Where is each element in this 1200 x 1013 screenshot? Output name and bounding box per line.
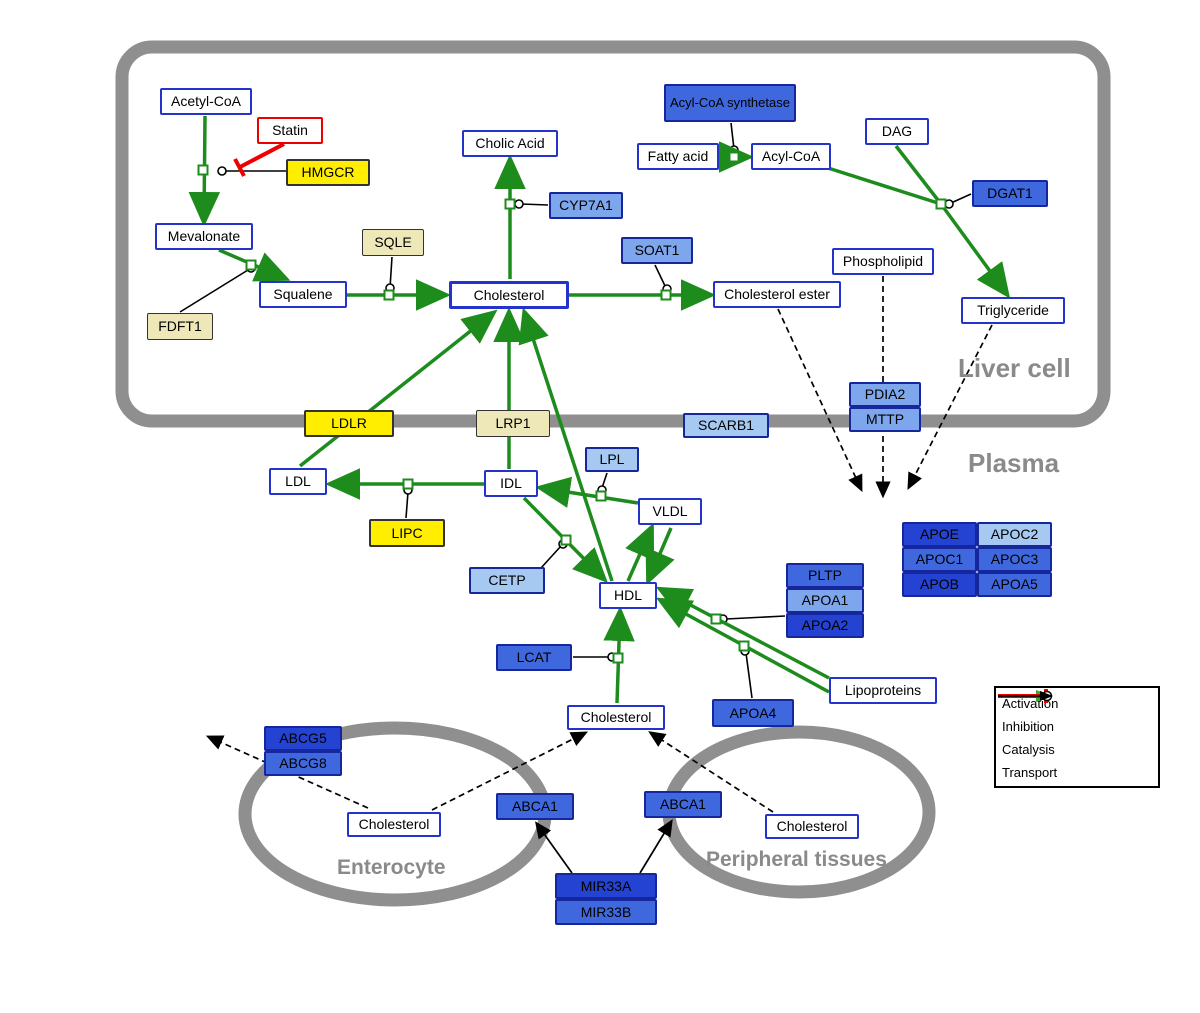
legend-inhibition-label: Inhibition xyxy=(1002,719,1055,734)
node-cholesterol-peripheral[interactable]: Cholesterol xyxy=(765,814,859,839)
node-statin[interactable]: Statin xyxy=(257,117,323,144)
peripheral-tissues-label: Peripheral tissues xyxy=(706,848,887,871)
node-mir33a[interactable]: MIR33A xyxy=(555,873,657,899)
legend: Activation Inhibition Catalysis Transpor… xyxy=(994,686,1160,788)
reaction-nodes xyxy=(197,151,947,664)
node-cetp[interactable]: CETP xyxy=(469,567,545,594)
node-idl[interactable]: IDL xyxy=(484,470,538,497)
node-abca1-peripheral[interactable]: ABCA1 xyxy=(644,791,722,818)
enterocyte-label: Enterocyte xyxy=(337,856,446,879)
node-apoa2[interactable]: APOA2 xyxy=(786,613,864,638)
node-abcg8[interactable]: ABCG8 xyxy=(264,751,342,776)
transport-edges xyxy=(205,276,993,813)
node-lcat[interactable]: LCAT xyxy=(496,644,572,671)
legend-item-transport: Transport xyxy=(998,691,1152,784)
legend-item-inhibition: Inhibition xyxy=(998,689,1152,738)
node-apoc3[interactable]: APOC3 xyxy=(977,547,1052,572)
node-ldlr[interactable]: LDLR xyxy=(304,410,394,437)
node-lipoproteins[interactable]: Lipoproteins xyxy=(829,677,937,704)
node-hdl[interactable]: HDL xyxy=(599,582,657,609)
node-acyl-coa-synthetase[interactable]: Acyl-CoA synthetase xyxy=(664,84,796,122)
node-mttp[interactable]: MTTP xyxy=(849,407,921,432)
node-soat1[interactable]: SOAT1 xyxy=(621,237,693,264)
node-apoa1[interactable]: APOA1 xyxy=(786,588,864,613)
node-mir33b[interactable]: MIR33B xyxy=(555,899,657,925)
node-apoa5[interactable]: APOA5 xyxy=(977,572,1052,597)
node-cyp7a1[interactable]: CYP7A1 xyxy=(549,192,623,219)
node-cholesterol-ester[interactable]: Cholesterol ester xyxy=(713,281,841,308)
regulation-arrows xyxy=(535,819,673,874)
node-fatty-acid[interactable]: Fatty acid xyxy=(637,143,719,170)
node-acyl-coa[interactable]: Acyl-CoA xyxy=(751,143,831,170)
legend-item-catalysis: Catalysis xyxy=(998,690,1152,761)
node-pltp[interactable]: PLTP xyxy=(786,563,864,588)
node-hmgcr[interactable]: HMGCR xyxy=(286,159,370,186)
node-abca1-enterocyte[interactable]: ABCA1 xyxy=(496,793,574,820)
node-dag[interactable]: DAG xyxy=(865,118,929,145)
liver-cell-label: Liver cell xyxy=(958,353,1071,383)
inhibition-edge xyxy=(233,142,285,177)
node-dgat1[interactable]: DGAT1 xyxy=(972,180,1048,207)
node-ldl[interactable]: LDL xyxy=(269,468,327,495)
node-sqle[interactable]: SQLE xyxy=(362,229,424,256)
node-cholic-acid[interactable]: Cholic Acid xyxy=(462,130,558,157)
node-lpl[interactable]: LPL xyxy=(585,447,639,472)
liver-cell-membrane xyxy=(115,40,1111,428)
node-pdia2[interactable]: PDIA2 xyxy=(849,382,921,407)
node-cholesterol-plasma[interactable]: Cholesterol xyxy=(567,705,665,730)
legend-transport-label: Transport xyxy=(1002,765,1058,780)
node-apoa4[interactable]: APOA4 xyxy=(712,699,794,727)
node-squalene[interactable]: Squalene xyxy=(259,281,347,308)
node-cholesterol-liver[interactable]: Cholesterol xyxy=(449,281,569,309)
node-vldl[interactable]: VLDL xyxy=(638,498,702,525)
plasma-label: Plasma xyxy=(968,448,1060,478)
node-apob[interactable]: APOB xyxy=(902,572,977,597)
node-scarb1[interactable]: SCARB1 xyxy=(683,413,769,438)
node-lrp1[interactable]: LRP1 xyxy=(476,410,550,437)
node-fdft1[interactable]: FDFT1 xyxy=(147,313,213,340)
node-triglyceride[interactable]: Triglyceride xyxy=(961,297,1065,324)
node-cholesterol-enterocyte[interactable]: Cholesterol xyxy=(347,812,441,837)
node-apoc1[interactable]: APOC1 xyxy=(902,547,977,572)
node-acetyl-coa[interactable]: Acetyl-CoA xyxy=(160,88,252,115)
node-apoe[interactable]: APOE xyxy=(902,522,977,547)
node-lipc[interactable]: LIPC xyxy=(369,519,445,547)
node-phospholipid[interactable]: Phospholipid xyxy=(832,248,934,275)
node-apoc2[interactable]: APOC2 xyxy=(977,522,1052,547)
legend-catalysis-label: Catalysis xyxy=(1002,742,1055,757)
transport-dashed-arrow-icon xyxy=(998,691,1053,701)
node-mevalonate[interactable]: Mevalonate xyxy=(155,223,253,250)
node-abcg5[interactable]: ABCG5 xyxy=(264,726,342,751)
